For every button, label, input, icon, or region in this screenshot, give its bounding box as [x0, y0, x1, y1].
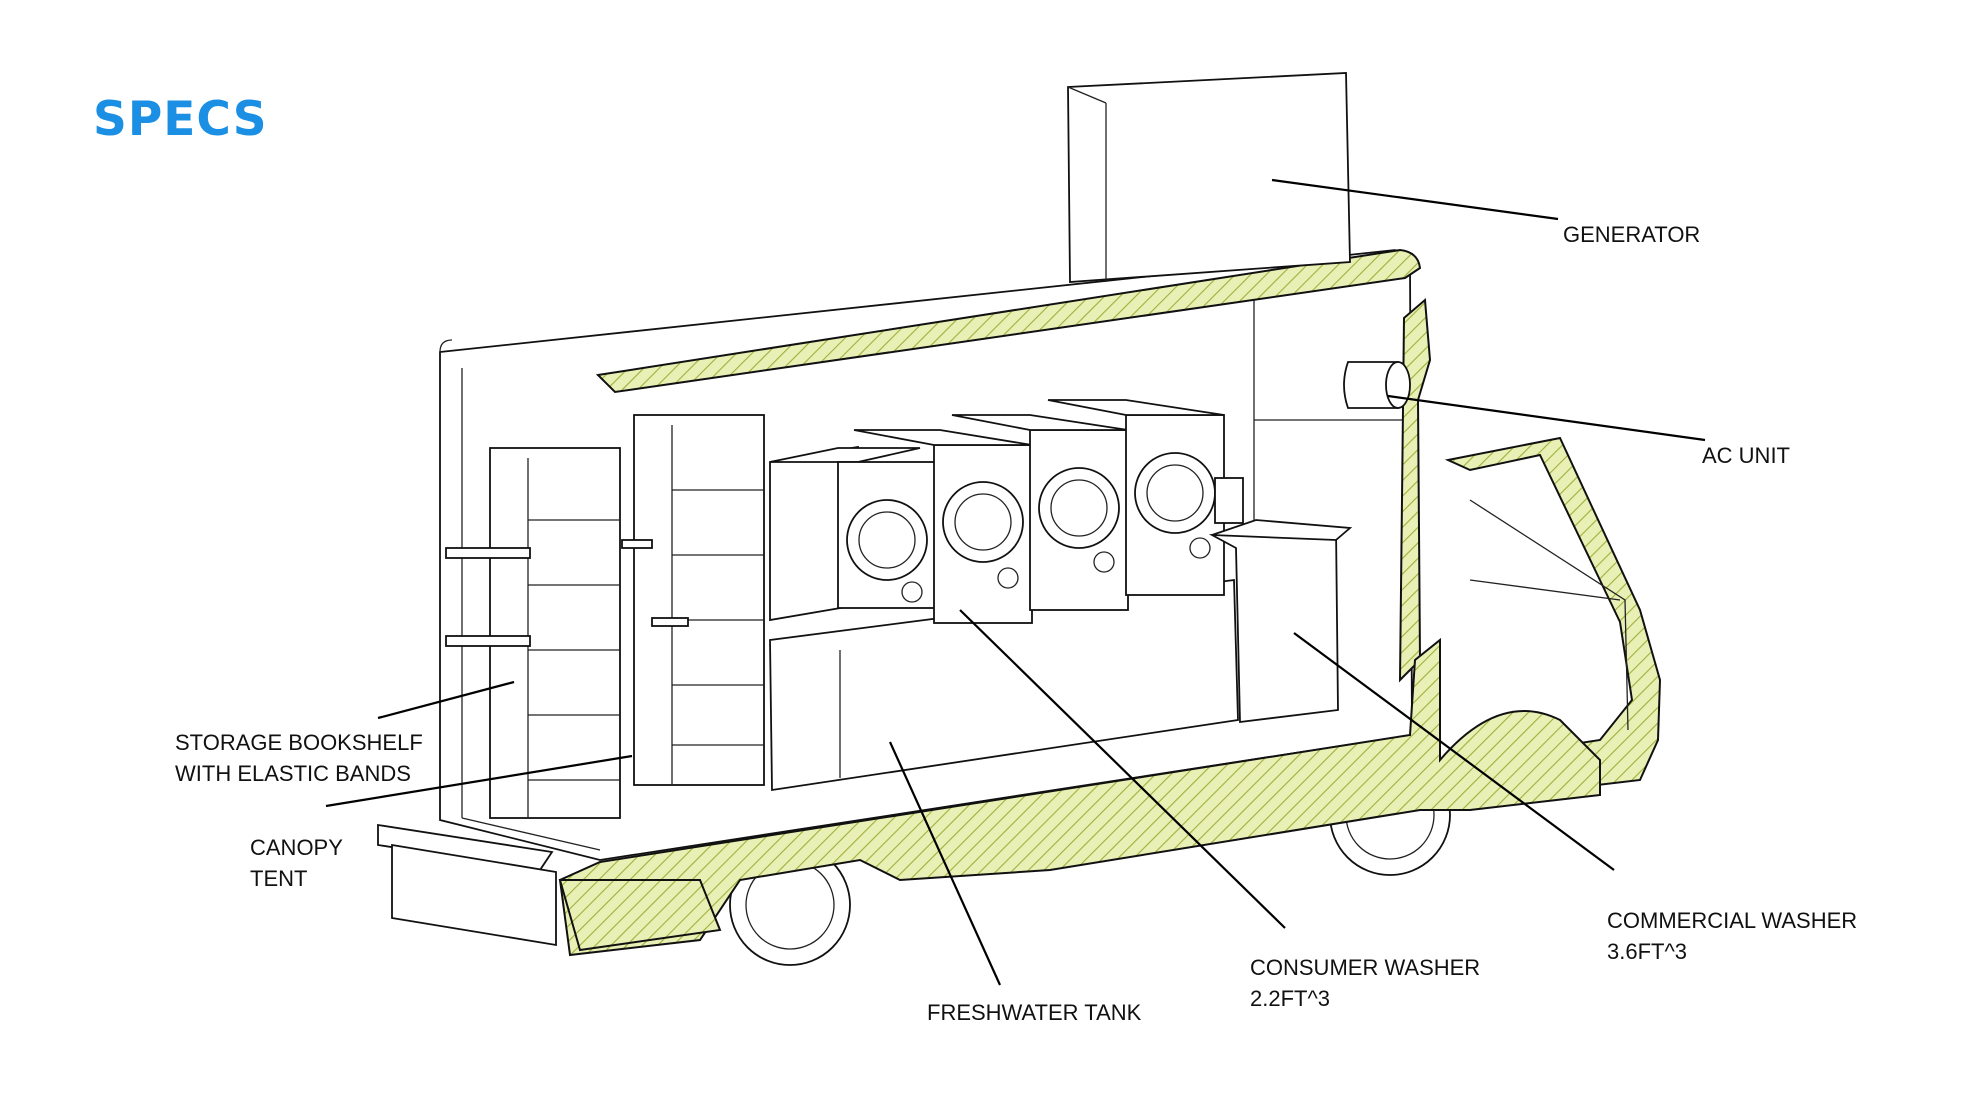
leader-canopy-tent: [325, 754, 633, 808]
page-title: SPECS: [93, 92, 268, 147]
label-consumer-washer: CONSUMER WASHER 2.2FT^3: [1250, 955, 1481, 1011]
leader-ac-unit: [1387, 394, 1706, 442]
label-storage-bookshelf: STORAGE BOOKSHELF WITH ELASTIC BANDS: [175, 730, 423, 786]
ac-unit: [1343, 361, 1411, 409]
washer-1: [769, 445, 937, 622]
label-freshwater-tank: FRESHWATER TANK: [927, 1000, 1142, 1025]
label-commercial-washer: COMMERCIAL WASHER 3.6FT^3: [1607, 908, 1858, 964]
leader-commercial-washer: [1293, 632, 1615, 871]
label-canopy-tent: CANOPY TENT: [250, 835, 343, 891]
leader-consumer-washer: [959, 609, 1286, 929]
generator-box: [1067, 72, 1351, 283]
chassis-floor-section: [558, 637, 1601, 957]
washer-4: [1047, 399, 1225, 596]
storage-bookshelf-2: [621, 414, 765, 786]
consumer-washers: [769, 399, 1225, 624]
leader-storage-bookshelf: [377, 680, 515, 720]
roof-section: [595, 248, 1422, 394]
label-ac-unit: AC UNIT: [1702, 443, 1790, 468]
label-generator: GENERATOR: [1563, 222, 1701, 247]
leader-freshwater-tank: [888, 741, 1002, 986]
front-wall-section: [1398, 297, 1432, 683]
commercial-washer: [1208, 477, 1353, 724]
rear-step: [377, 823, 722, 952]
storage-bookshelf-1: [445, 447, 621, 819]
washer-3: [951, 414, 1129, 611]
leader-generator: [1271, 178, 1559, 221]
